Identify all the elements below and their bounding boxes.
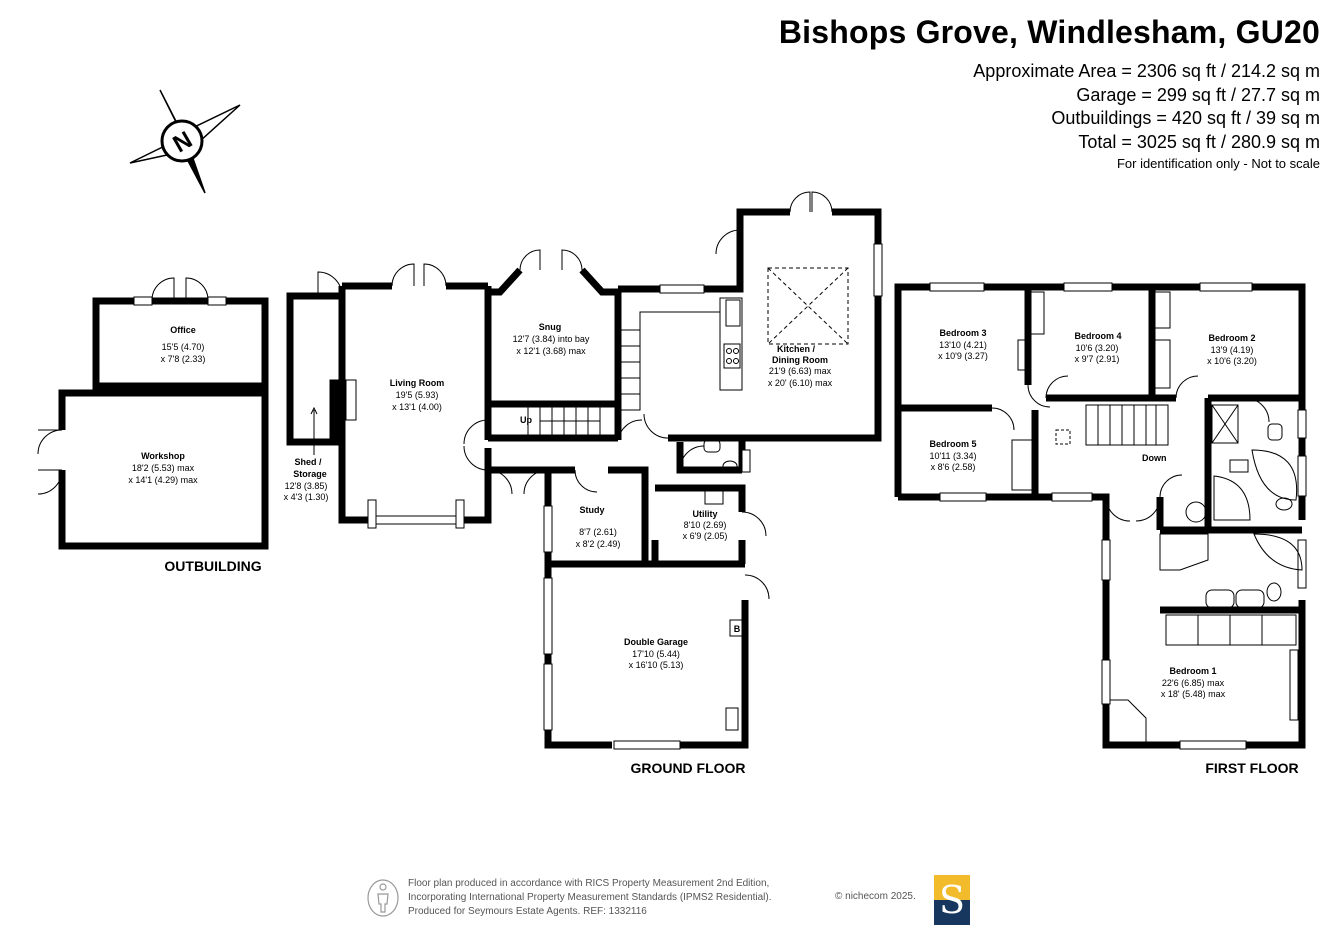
logo-gold-band [934, 875, 970, 900]
kitchen-dim1: 21'9 (6.63) max [769, 366, 832, 376]
first-floor-label: FIRST FLOOR [1205, 760, 1298, 776]
seymours-logo: S [934, 875, 970, 925]
outbuilding-walls [58, 297, 269, 550]
bedroom-3-dim1: 13'10 (4.21) [939, 340, 987, 350]
bedroom-4-dim2: x 9'7 (2.91) [1075, 354, 1120, 364]
bedroom-5-name: Bedroom 5 [929, 439, 976, 449]
footer-line-3: Produced for Seymours Estate Agents. REF… [408, 906, 647, 917]
logo-letter: S [938, 878, 966, 922]
living-room-name: Living Room [390, 378, 445, 388]
workshop-dim1: 18'2 (5.53) max [132, 463, 195, 473]
shed-dim2: x 4'3 (1.30) [284, 492, 329, 502]
ground-floor-label: GROUND FLOOR [630, 760, 745, 776]
approx-area: Approximate Area = 2306 sq ft / 214.2 sq… [973, 61, 1320, 81]
stairs-down-label: Down [1142, 453, 1167, 463]
shed-dim1: 12'8 (3.85) [285, 481, 328, 491]
garage-dim1: 17'10 (5.44) [632, 649, 680, 659]
bedroom-2-dim1: 13'9 (4.19) [1211, 345, 1254, 355]
bedroom-2-name: Bedroom 2 [1208, 333, 1255, 343]
rics-person-icon [367, 879, 399, 917]
snug-dim2: x 12'1 (3.68) max [516, 346, 586, 356]
footer-line-1: Floor plan produced in accordance with R… [408, 878, 770, 889]
scale-note: For identification only - Not to scale [1116, 156, 1320, 171]
bedroom-4-dim1: 10'6 (3.20) [1076, 343, 1119, 353]
total-area: Total = 3025 sq ft / 280.9 sq m [1078, 131, 1320, 152]
utility-dim1: 8'10 (2.69) [684, 520, 727, 530]
living-room-dim2: x 13'1 (4.00) [392, 402, 442, 412]
outbuilding-label: OUTBUILDING [164, 558, 261, 574]
study-dim2: x 8'2 (2.49) [576, 539, 621, 549]
bedroom-3-dim2: x 10'9 (3.27) [938, 351, 988, 361]
bedroom-1-dim1: 22'6 (6.85) max [1162, 678, 1225, 688]
property-title: Bishops Grove, Windlesham, GU20 [778, 14, 1320, 50]
outbuildings-area: Outbuildings = 420 sq ft / 39 sq m [1051, 108, 1320, 128]
bedroom-1-name: Bedroom 1 [1169, 666, 1216, 676]
logo-navy-band [934, 900, 970, 925]
compass-north-icon: N [129, 89, 241, 194]
bedroom-4-name: Bedroom 4 [1074, 331, 1121, 341]
nichecom-credit: © nichecom 2025. [835, 891, 916, 902]
garage-area: Garage = 299 sq ft / 27.7 sq m [1076, 84, 1320, 105]
utility-name: Utility [692, 509, 717, 519]
workshop-name: Workshop [141, 451, 185, 461]
bedroom-5-dim2: x 8'6 (2.58) [931, 462, 976, 472]
study-name: Study [579, 505, 604, 515]
footer-text: Floor plan produced in accordance with R… [408, 877, 772, 919]
snug-dim1: 12'7 (3.84) into bay [513, 334, 590, 344]
kitchen-name2: Dining Room [772, 355, 828, 365]
living-room-dim1: 19'5 (5.93) [396, 390, 439, 400]
kitchen-dim2: x 20' (6.10) max [768, 378, 833, 388]
office-name: Office [170, 325, 196, 335]
ground-floor-walls [286, 208, 882, 749]
snug-name: Snug [539, 322, 562, 332]
study-dim1: 8'7 (2.61) [579, 527, 617, 537]
bedroom-5-dim1: 10'11 (3.34) [929, 451, 976, 461]
utility-dim2: x 6'9 (2.05) [683, 531, 728, 541]
area-summary: Approximate Area = 2306 sq ft / 214.2 sq… [973, 60, 1320, 174]
boiler-marker: B [734, 624, 741, 634]
bedroom-3-name: Bedroom 3 [939, 328, 986, 338]
kitchen-name1: Kitchen / [777, 344, 816, 354]
bedroom-1-dim2: x 18' (5.48) max [1161, 689, 1226, 699]
bedroom-2-dim2: x 10'6 (3.20) [1207, 356, 1257, 366]
shed-name1: Shed / [294, 457, 322, 467]
garage-name: Double Garage [624, 637, 688, 647]
stairs-up-label: Up [520, 415, 532, 425]
garage-dim2: x 16'10 (5.13) [629, 660, 684, 670]
shed-name2: Storage [293, 469, 327, 479]
office-dim2: x 7'8 (2.33) [161, 354, 206, 364]
workshop-dim2: x 14'1 (4.29) max [128, 475, 198, 485]
footer-line-2: Incorporating International Property Mea… [408, 892, 772, 903]
office-dim1: 15'5 (4.70) [162, 342, 205, 352]
